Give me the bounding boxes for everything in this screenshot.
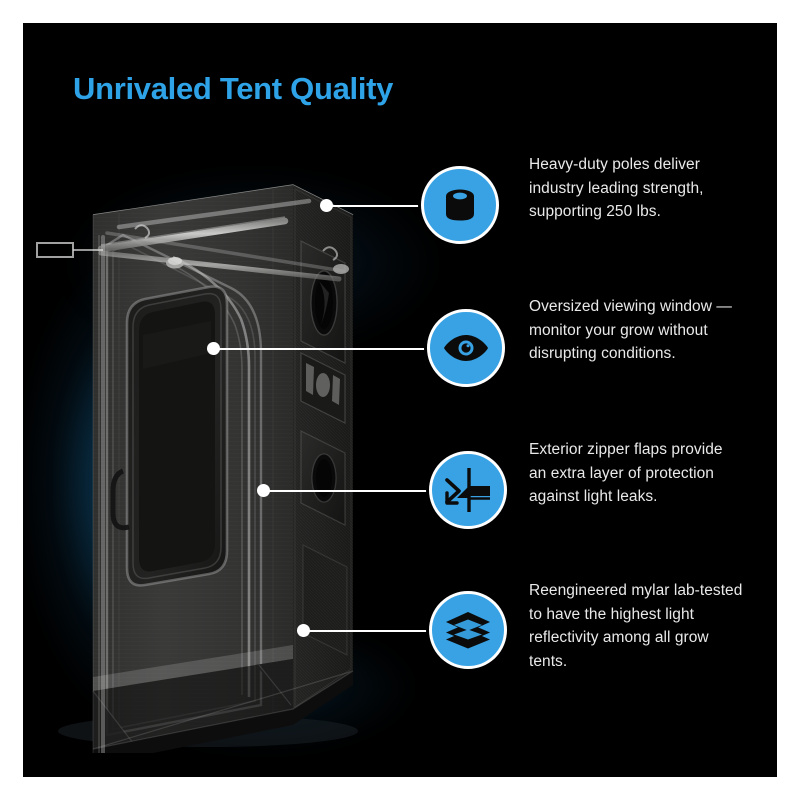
page-title: Unrivaled Tent Quality (73, 71, 394, 106)
feature-text-mylar: Reengineered mylar lab-tested to have th… (529, 582, 743, 670)
layers-glyph (446, 612, 490, 649)
feature-text-zipper: Exterior zipper flaps provide an extra l… (529, 441, 723, 505)
black-panel: Unrivaled Tent Quality (23, 23, 777, 777)
feature-text-poles: Heavy-duty poles deliver industry leadin… (529, 156, 704, 220)
eye-glyph (444, 335, 488, 361)
grow-tent-image (23, 153, 443, 765)
zipper-flap-glyph (445, 468, 490, 512)
pole-cylinder-glyph (446, 189, 474, 221)
feature-text-window: Oversized viewing window — monitor your … (529, 298, 732, 362)
